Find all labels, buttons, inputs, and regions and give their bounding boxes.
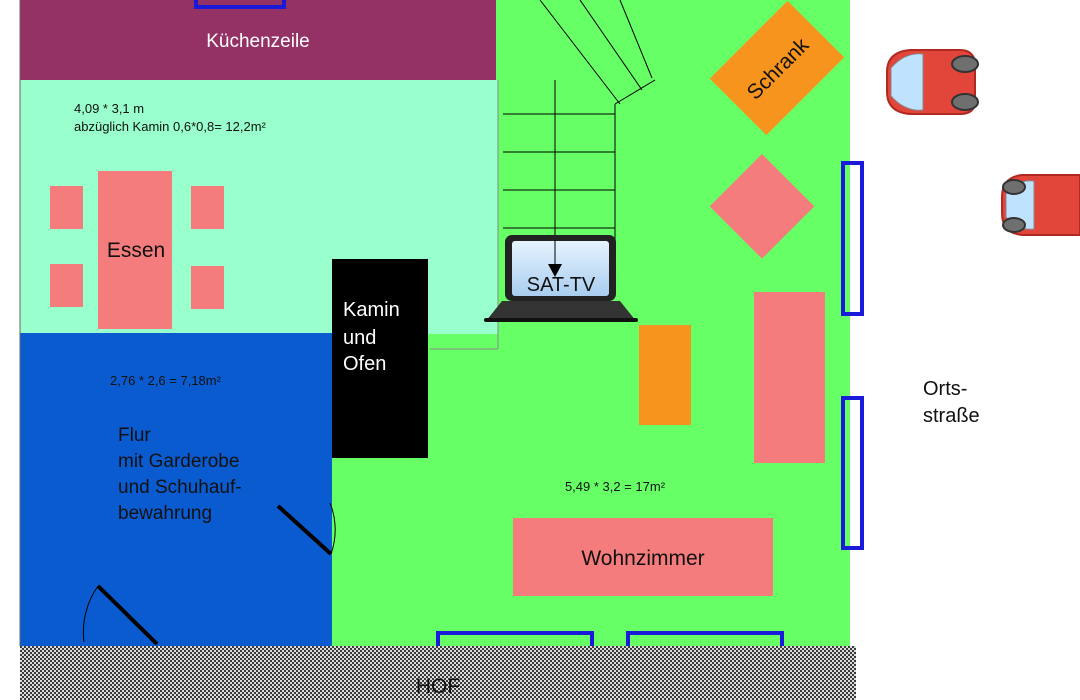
hallway-label-1: Flur bbox=[118, 425, 151, 446]
kitchen-window bbox=[194, 0, 286, 9]
window-right-lower bbox=[841, 396, 864, 550]
kitchen bbox=[20, 0, 496, 80]
shelf bbox=[639, 325, 691, 425]
sofa-bottom bbox=[513, 518, 773, 596]
hallway-label-3: und Schuhauf- bbox=[118, 477, 242, 498]
car-icon bbox=[1001, 174, 1080, 236]
sofa-label: Wohnzimmer bbox=[581, 547, 704, 570]
dining-table-label: Essen bbox=[107, 239, 165, 262]
tv-laptop: SAT-TV bbox=[484, 235, 638, 322]
dining-area-note: abzüglich Kamin 0,6*0,8= 12,2m² bbox=[74, 119, 267, 134]
yard-label: HOF bbox=[416, 675, 460, 698]
street-label-1: Orts- bbox=[923, 378, 967, 400]
hallway-label-4: bewahrung bbox=[118, 503, 212, 524]
hallway-label-2: mit Garderobe bbox=[118, 451, 239, 472]
dining-chair bbox=[50, 186, 83, 229]
dining-chair bbox=[50, 264, 83, 307]
dining-dimension: 4,09 * 3,1 m bbox=[74, 101, 144, 116]
street-label-2: straße bbox=[923, 405, 980, 427]
car-icon bbox=[886, 49, 979, 115]
fireplace-label-3: Ofen bbox=[343, 353, 386, 375]
sofa-right bbox=[754, 292, 825, 463]
hallway bbox=[20, 333, 332, 646]
kitchen-label: Küchenzeile bbox=[206, 31, 310, 52]
dining-chair bbox=[191, 186, 224, 229]
yard bbox=[20, 646, 856, 700]
dining-table bbox=[98, 171, 172, 329]
fireplace-label-2: und bbox=[343, 327, 376, 349]
window-right-upper bbox=[841, 161, 864, 316]
fireplace-label-1: Kamin bbox=[343, 299, 400, 321]
dining-chair bbox=[191, 266, 224, 309]
cabinet: Schrank bbox=[709, 0, 845, 136]
tv-label: SAT-TV bbox=[527, 274, 596, 296]
hallway-door bbox=[276, 502, 336, 556]
entrance-door bbox=[82, 584, 159, 646]
hallway-dimension: 2,76 * 2,6 = 7,18m² bbox=[110, 373, 222, 388]
fireplace bbox=[332, 259, 428, 458]
living-dimension: 5,49 * 3,2 = 17m² bbox=[565, 479, 666, 494]
